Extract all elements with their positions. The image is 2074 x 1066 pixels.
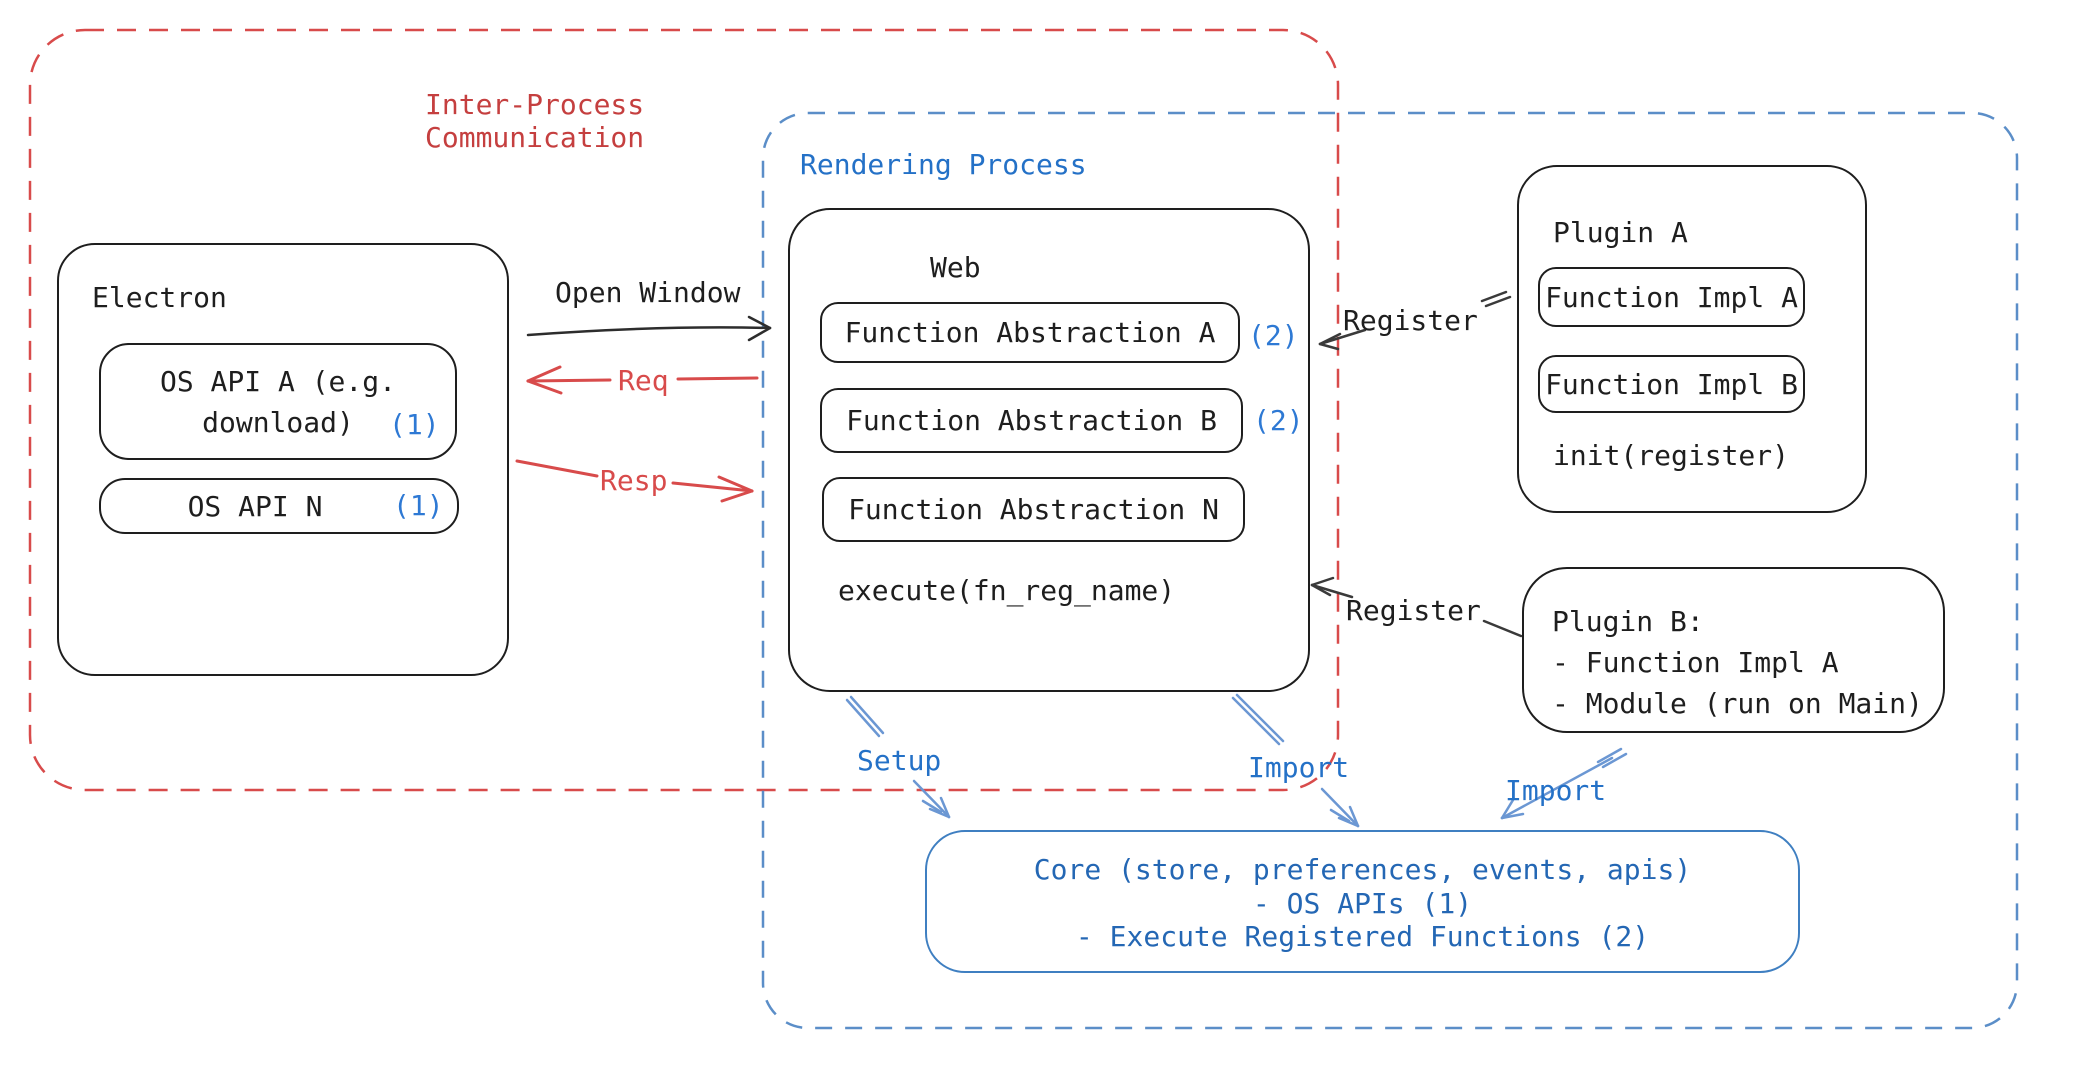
setup-arrow bbox=[845, 695, 951, 819]
web-box bbox=[788, 208, 1310, 692]
os-api-a-label: OS API A (e.g. download) bbox=[99, 343, 457, 460]
os-api-n-label: OS API N bbox=[187, 489, 323, 523]
core-line-3: - Execute Registered Functions (2) bbox=[1075, 920, 1650, 953]
function-abstraction-n-box bbox=[822, 477, 1245, 542]
plugin-b-label: Plugin B: - Function Impl A - Module (ru… bbox=[1552, 601, 1923, 724]
plugin-b-box bbox=[1522, 567, 1945, 733]
function-abstraction-b-label: Function Abstraction B bbox=[846, 404, 1217, 437]
os-api-a-label-line1: OS API A (e.g. bbox=[159, 364, 396, 398]
execute-label: execute(fn_reg_name) bbox=[838, 574, 1176, 607]
plugin-a-title: Plugin A bbox=[1553, 216, 1688, 249]
electron-box bbox=[57, 243, 509, 676]
import-plugin-b-label: Import bbox=[1505, 774, 1607, 807]
os-api-a-label-line2: download) bbox=[202, 405, 354, 439]
core-box bbox=[925, 830, 1800, 973]
os-api-a-box bbox=[99, 343, 457, 460]
core-label: Core (store, preferences, events, apis) … bbox=[925, 853, 1800, 954]
register-top-label: Register bbox=[1343, 304, 1478, 337]
function-impl-a-box bbox=[1538, 267, 1805, 327]
register-bottom-arrow bbox=[1310, 576, 1523, 638]
import-plugin-b-arrow bbox=[1500, 747, 1628, 820]
function-impl-b-box bbox=[1538, 355, 1805, 413]
function-impl-a-label: Function Impl A bbox=[1545, 280, 1798, 314]
import-core-label: Import bbox=[1248, 751, 1350, 784]
function-abstraction-a-badge: (2) bbox=[1248, 319, 1299, 352]
function-impl-b-label: Function Impl B bbox=[1545, 367, 1798, 401]
req-label: Req bbox=[618, 364, 669, 397]
import-core-arrow bbox=[1231, 693, 1360, 828]
register-bottom-label: Register bbox=[1346, 594, 1481, 627]
function-abstraction-b-box bbox=[820, 388, 1243, 453]
open-window-label: Open Window bbox=[555, 276, 741, 309]
function-abstraction-n-label: Function Abstraction N bbox=[848, 493, 1219, 526]
rendering-group-label: Rendering Process bbox=[800, 148, 1087, 181]
os-api-n-badge: (1) bbox=[393, 489, 444, 522]
ipc-group-label: Inter-Process Communication bbox=[425, 88, 644, 154]
plugin-a-box bbox=[1517, 165, 1867, 513]
plugin-b-item-module: - Module (run on Main) bbox=[1552, 687, 1923, 720]
function-abstraction-b-badge: (2) bbox=[1253, 404, 1304, 437]
os-api-a-badge: (1) bbox=[389, 408, 440, 441]
init-register-label: init(register) bbox=[1553, 439, 1790, 472]
function-abstraction-a-box bbox=[820, 302, 1240, 363]
plugin-b-title: Plugin B: bbox=[1552, 605, 1704, 638]
resp-arrow bbox=[515, 459, 754, 503]
os-api-n-box bbox=[99, 478, 459, 534]
core-line-2: - OS APIs (1) bbox=[1252, 886, 1473, 920]
open-window-arrow bbox=[526, 315, 772, 342]
ipc-group-label-line1: Inter-Process bbox=[425, 88, 645, 121]
plugin-b-item-function-impl-a: - Function Impl A bbox=[1552, 646, 1839, 679]
rendering-dashed-border bbox=[761, 111, 2019, 1030]
electron-title: Electron bbox=[92, 281, 227, 314]
register-top-arrow bbox=[1318, 290, 1512, 351]
ipc-dashed-border bbox=[28, 28, 1340, 792]
core-line-1: Core (store, preferences, events, apis) bbox=[1033, 853, 1692, 886]
resp-label: Resp bbox=[600, 464, 668, 497]
web-title: Web bbox=[930, 251, 981, 284]
function-abstraction-a-label: Function Abstraction A bbox=[844, 316, 1216, 349]
setup-label: Setup bbox=[857, 744, 942, 777]
ipc-group-label-line2: Communication bbox=[425, 121, 645, 154]
req-arrow bbox=[526, 365, 759, 395]
